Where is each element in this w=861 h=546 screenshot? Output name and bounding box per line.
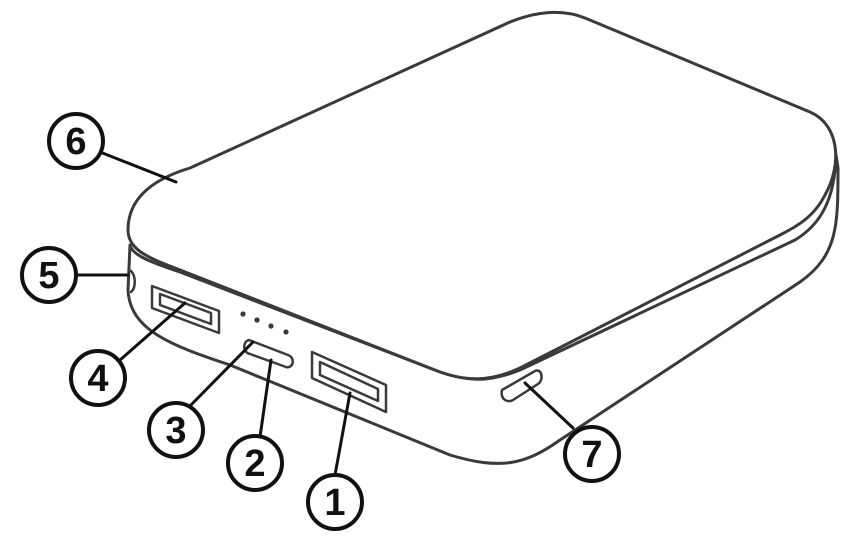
led-indicator-4 <box>283 329 289 335</box>
led-indicator-3 <box>268 323 274 329</box>
leader-line-3 <box>186 340 255 410</box>
callout-2: 2 <box>226 434 284 492</box>
callout-label-4: 4 <box>87 358 108 400</box>
micro-usb-port-7 <box>500 369 543 403</box>
power-bank-top-face <box>126 10 838 381</box>
leader-line-7 <box>523 381 575 430</box>
leader-lines <box>73 150 575 477</box>
usb-a-port-1 <box>310 350 388 414</box>
callout-label-3: 3 <box>165 410 186 452</box>
leader-line-6 <box>98 150 178 184</box>
leader-line-2 <box>258 358 273 439</box>
led-indicators <box>240 311 289 335</box>
callout-label-6: 6 <box>65 121 86 163</box>
callout-1: 1 <box>306 473 364 531</box>
led-indicator-2 <box>254 317 260 323</box>
callout-5: 5 <box>20 246 78 304</box>
callout-7: 7 <box>563 425 621 483</box>
usb-c-port-2 <box>243 338 294 369</box>
callout-label-7: 7 <box>581 434 602 476</box>
leader-line-4 <box>118 301 187 362</box>
callout-3: 3 <box>147 401 205 459</box>
leader-line-1 <box>333 391 352 477</box>
side-port-5 <box>129 269 136 294</box>
callout-label-2: 2 <box>244 443 265 485</box>
usb-a-port-4 <box>150 284 221 335</box>
callout-4: 4 <box>69 349 127 407</box>
led-indicator-1 <box>240 311 246 317</box>
callout-6: 6 <box>47 112 105 170</box>
callout-label-1: 1 <box>324 482 345 524</box>
callout-label-5: 5 <box>38 255 59 297</box>
